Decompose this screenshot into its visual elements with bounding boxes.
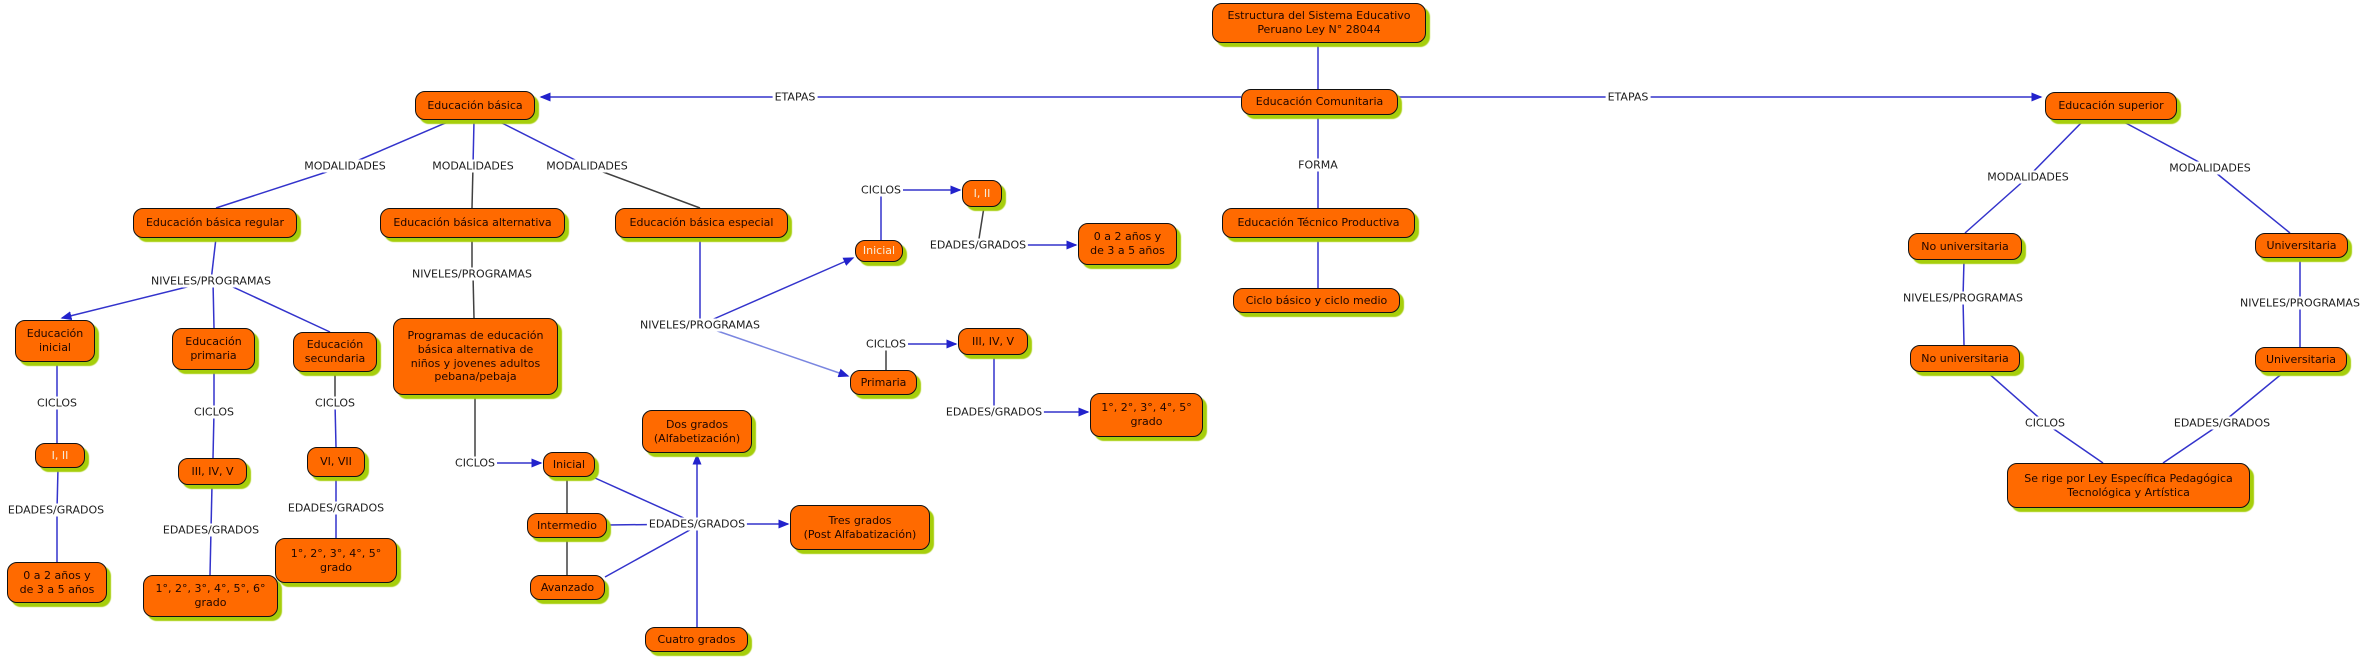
node-inicial-alternativa[interactable]: Inicial [543,452,595,477]
node-ciclo-basico-ciclo-medio[interactable]: Ciclo básico y ciclo medio [1233,288,1400,313]
connector-line [497,120,588,167]
edge-label-modalidades-superior-der[interactable]: MODALIDADES [2167,161,2253,175]
connector-line [594,477,698,525]
node-i-ii-especial[interactable]: I, II [962,180,1002,207]
connector-line [2044,422,2104,464]
connector-line [212,411,215,459]
edge-label-ciclos-inicial[interactable]: CICLOS [35,396,79,410]
node-tres-grados[interactable]: Tres grados (Post Alfabatización) [790,505,930,550]
edge-label-ciclos-primaria[interactable]: CICLOS [192,405,236,419]
connector-line [209,529,212,576]
edge-label-edades-grados-inicial[interactable]: EDADES/GRADOS [5,503,107,517]
connector-line [1986,371,2046,424]
connector-line [472,120,475,167]
edge-label-ciclos-especial-primaria[interactable]: CICLOS [864,337,908,351]
node-ciclos-vi-vii[interactable]: VI, VII [307,447,365,477]
connector-line [2121,120,2211,169]
node-no-universitaria-2[interactable]: No universitaria [1910,345,2020,372]
connector-line [219,280,331,333]
edge-label-modalidades-regular[interactable]: MODALIDADES [302,159,388,173]
node-grados-1-5-secundaria[interactable]: 1°, 2°, 3°, 4°, 5° grado [275,538,397,583]
connector-line [210,484,213,531]
node-dos-grados[interactable]: Dos grados (Alfabetización) [642,410,752,453]
node-no-universitaria-1[interactable]: No universitaria [1908,233,2022,260]
connector-line [215,165,346,209]
node-avanzado[interactable]: Avanzado [530,575,605,600]
node-educacion-comunitaria[interactable]: Educación Comunitaria [1241,89,1398,115]
edge-label-ciclos-secundaria[interactable]: CICLOS [313,396,357,410]
node-educacion-superior[interactable]: Educación superior [2045,92,2177,120]
edge-label-edades-grados-especial-primaria[interactable]: EDADES/GRADOS [943,405,1045,419]
connector-line [699,324,850,378]
connector-line [2162,422,2223,464]
node-edades-0-2-3-5-especial[interactable]: 0 a 2 años y de 3 a 5 años [1078,223,1177,265]
node-programas-alternativa[interactable]: Programas de educación básica alternativ… [393,318,558,395]
connector-line [2027,120,2084,178]
connector-line [1964,176,2029,234]
node-intermedio[interactable]: Intermedio [527,513,607,538]
node-inicial-especial[interactable]: Inicial [855,240,903,262]
edge-label-ciclos-especial-inicial[interactable]: CICLOS [859,183,903,197]
node-grados-1-5-especial[interactable]: 1°, 2°, 3°, 4°, 5° grado [1090,393,1203,437]
node-ciclos-iii-iv-v[interactable]: III, IV, V [178,458,247,485]
node-educacion-primaria[interactable]: Educación primaria [172,328,255,370]
edge-label-niveles-programas-superior-der[interactable]: NIVELES/PROGRAMAS [2238,296,2362,310]
edge-label-ciclos-superior[interactable]: CICLOS [2023,416,2067,430]
edge-label-niveles-programas-especial[interactable]: NIVELES/PROGRAMAS [638,318,762,332]
edge-label-niveles-programas-alternativa[interactable]: NIVELES/PROGRAMAS [410,267,534,281]
connector-line [471,165,474,209]
node-root[interactable]: Estructura del Sistema Educativo Peruano… [1212,3,1426,43]
node-universitaria-1[interactable]: Universitaria [2255,233,2348,258]
connector-line [2221,371,2285,424]
connector-line [56,467,59,511]
edge-label-modalidades-alternativa[interactable]: MODALIDADES [430,159,516,173]
node-grados-1-6[interactable]: 1°, 2°, 3°, 4°, 5°, 6° grado [143,575,278,617]
node-iii-iv-v-especial[interactable]: III, IV, V [958,328,1028,355]
connector-line [334,402,337,448]
edge-label-edades-grados-secundaria[interactable]: EDADES/GRADOS [285,501,387,515]
edge-label-ciclos-alternativa[interactable]: CICLOS [453,456,497,470]
edge-label-edades-grados-alternativa[interactable]: EDADES/GRADOS [646,517,748,531]
edge-label-forma[interactable]: FORMA [1296,158,1340,172]
connector-line [1962,297,1965,346]
node-cuatro-grados[interactable]: Cuatro grados [645,627,748,652]
edge-label-etapas-left[interactable]: ETAPAS [772,90,818,104]
node-edades-0-2-3-5[interactable]: 0 a 2 años y de 3 a 5 años [7,562,107,603]
edge-label-modalidades-especial[interactable]: MODALIDADES [544,159,630,173]
edge-label-niveles-programas-superior-izq[interactable]: NIVELES/PROGRAMAS [1901,291,2025,305]
node-educacion-inicial[interactable]: Educación inicial [15,320,95,362]
node-educacion-basica[interactable]: Educación básica [415,91,535,120]
node-se-rige-ley[interactable]: Se rige por Ley Específica Pedagógica Te… [2007,463,2250,508]
connector-line [210,237,217,282]
node-educacion-basica-regular[interactable]: Educación básica regular [133,208,297,238]
node-primaria-especial[interactable]: Primaria [850,370,917,395]
node-ciclos-i-ii[interactable]: I, II [35,443,85,468]
connector-line [344,120,451,167]
node-educacion-basica-especial[interactable]: Educación básica especial [615,208,788,238]
edge-label-niveles-programas-regular[interactable]: NIVELES/PROGRAMAS [149,274,273,288]
node-universitaria-2[interactable]: Universitaria [2255,347,2347,372]
edge-label-edades-grados-superior[interactable]: EDADES/GRADOS [2171,416,2273,430]
node-educacion-tecnico-productiva[interactable]: Educación Técnico Productiva [1222,208,1415,238]
edge-label-modalidades-superior-izq[interactable]: MODALIDADES [1985,170,2071,184]
edge-label-etapas-right[interactable]: ETAPAS [1605,90,1651,104]
connector-line [586,165,701,209]
connector-line [472,273,475,319]
node-educacion-secundaria[interactable]: Educación secundaria [293,332,377,372]
node-educacion-basica-alternativa[interactable]: Educación básica alternativa [380,208,565,238]
connector-line [699,257,855,326]
connector-line [604,525,698,578]
connector-line [2209,167,2291,234]
edge-label-edades-grados-especial-inicial[interactable]: EDADES/GRADOS [927,238,1029,252]
connector-line [212,280,215,329]
edge-label-edades-grados-primaria[interactable]: EDADES/GRADOS [160,523,262,537]
